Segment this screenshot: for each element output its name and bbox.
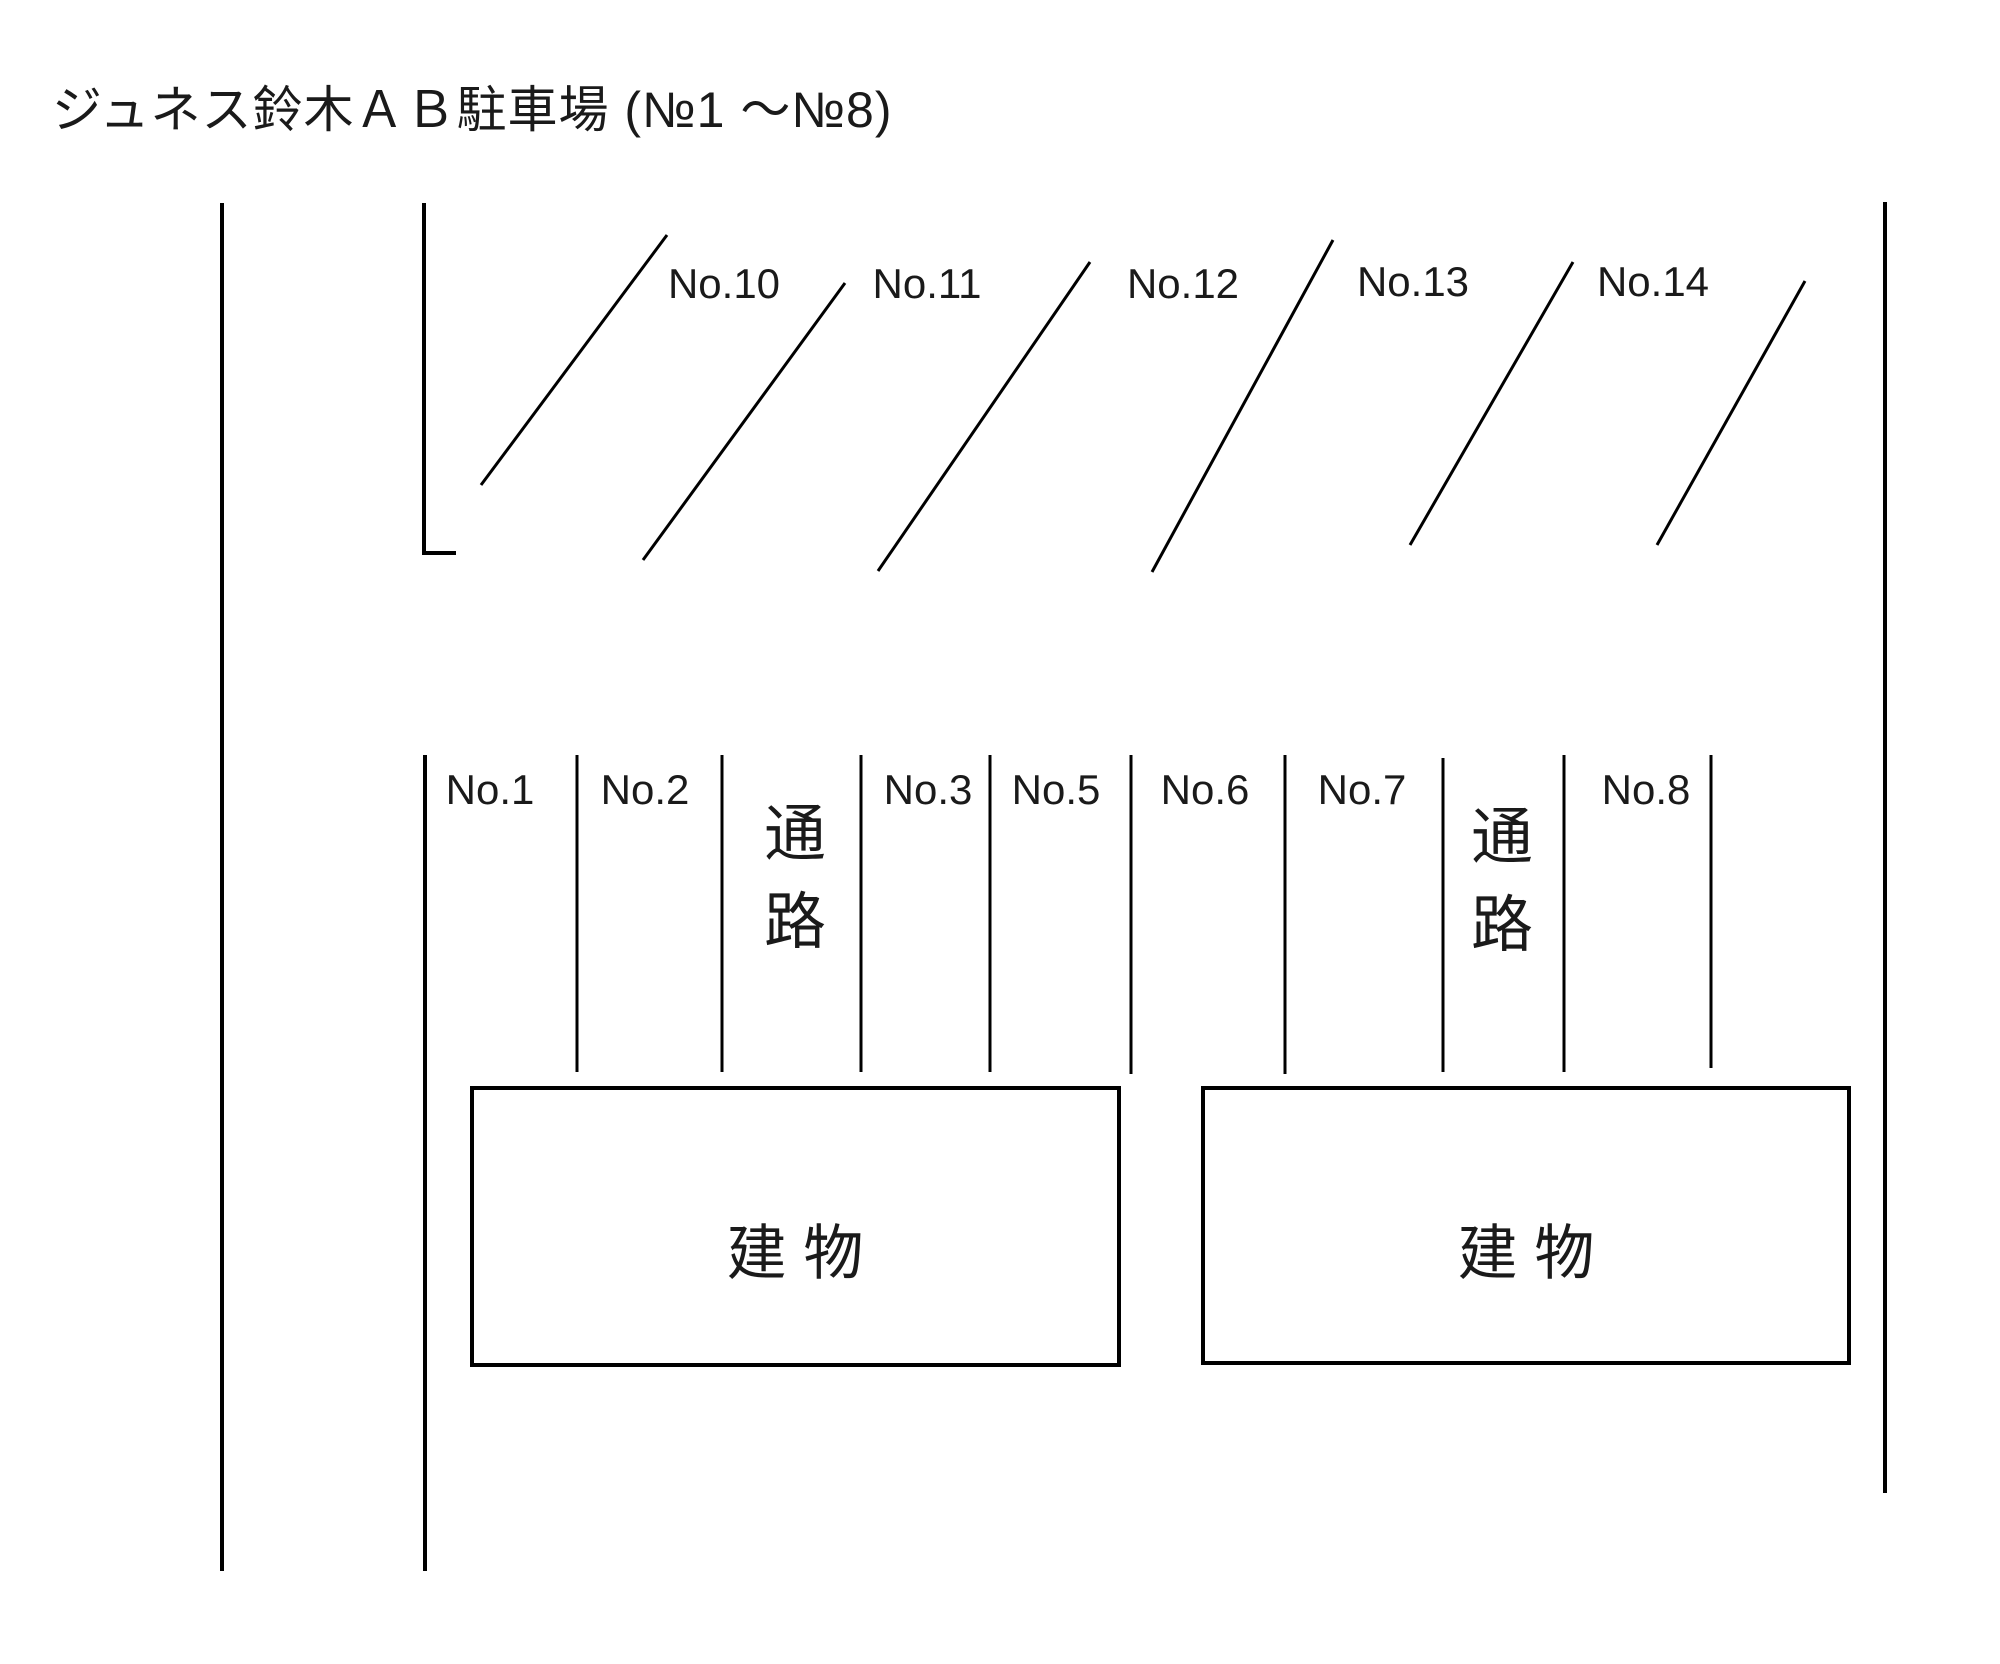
label-stall-no8: No.8 bbox=[1601, 765, 1691, 813]
label-aisle-1-char: 通 bbox=[763, 799, 827, 869]
label-aisle-2: 通路 bbox=[1471, 794, 1533, 970]
label-stall-no11: No.11 bbox=[872, 259, 982, 307]
diagonal-stall-line-5 bbox=[1408, 261, 1575, 546]
label-aisle-2-char: 路 bbox=[1470, 891, 1534, 960]
label-aisle-1-char: 路 bbox=[763, 888, 827, 957]
diagonal-stall-line-2 bbox=[641, 282, 847, 561]
label-stall-no14: No.14 bbox=[1596, 257, 1710, 305]
label-stall-no13: No.13 bbox=[1356, 257, 1470, 305]
label-stall-no3: No.3 bbox=[883, 765, 973, 813]
label-stall-no12: No.12 bbox=[1126, 259, 1240, 307]
inner-boundary-upper-line bbox=[422, 203, 456, 555]
label-stall-no1: No.1 bbox=[445, 765, 535, 813]
label-building-1: 建 物 bbox=[726, 1220, 864, 1287]
building-1-outline bbox=[470, 1086, 1121, 1367]
diagonal-stall-line-3 bbox=[876, 261, 1092, 572]
label-stall-no7: No.7 bbox=[1317, 765, 1407, 813]
diagonal-stall-line-4 bbox=[1150, 239, 1335, 573]
label-stall-no10: No.10 bbox=[667, 259, 781, 307]
label-aisle-2-char: 通 bbox=[1470, 802, 1534, 872]
page-title: ジュネス鈴木ＡＢ駐車場 (№1 ～№8) bbox=[52, 82, 893, 138]
label-stall-no5: No.5 bbox=[1011, 765, 1101, 813]
label-aisle-1: 通路 bbox=[764, 791, 826, 967]
building-2-outline bbox=[1201, 1086, 1851, 1365]
label-stall-no6: No.6 bbox=[1160, 765, 1250, 813]
diagonal-stall-line-6 bbox=[1655, 280, 1807, 546]
diagonal-stall-line-1 bbox=[479, 234, 669, 486]
label-stall-no2: No.2 bbox=[600, 765, 690, 813]
label-building-2: 建 物 bbox=[1457, 1220, 1595, 1287]
